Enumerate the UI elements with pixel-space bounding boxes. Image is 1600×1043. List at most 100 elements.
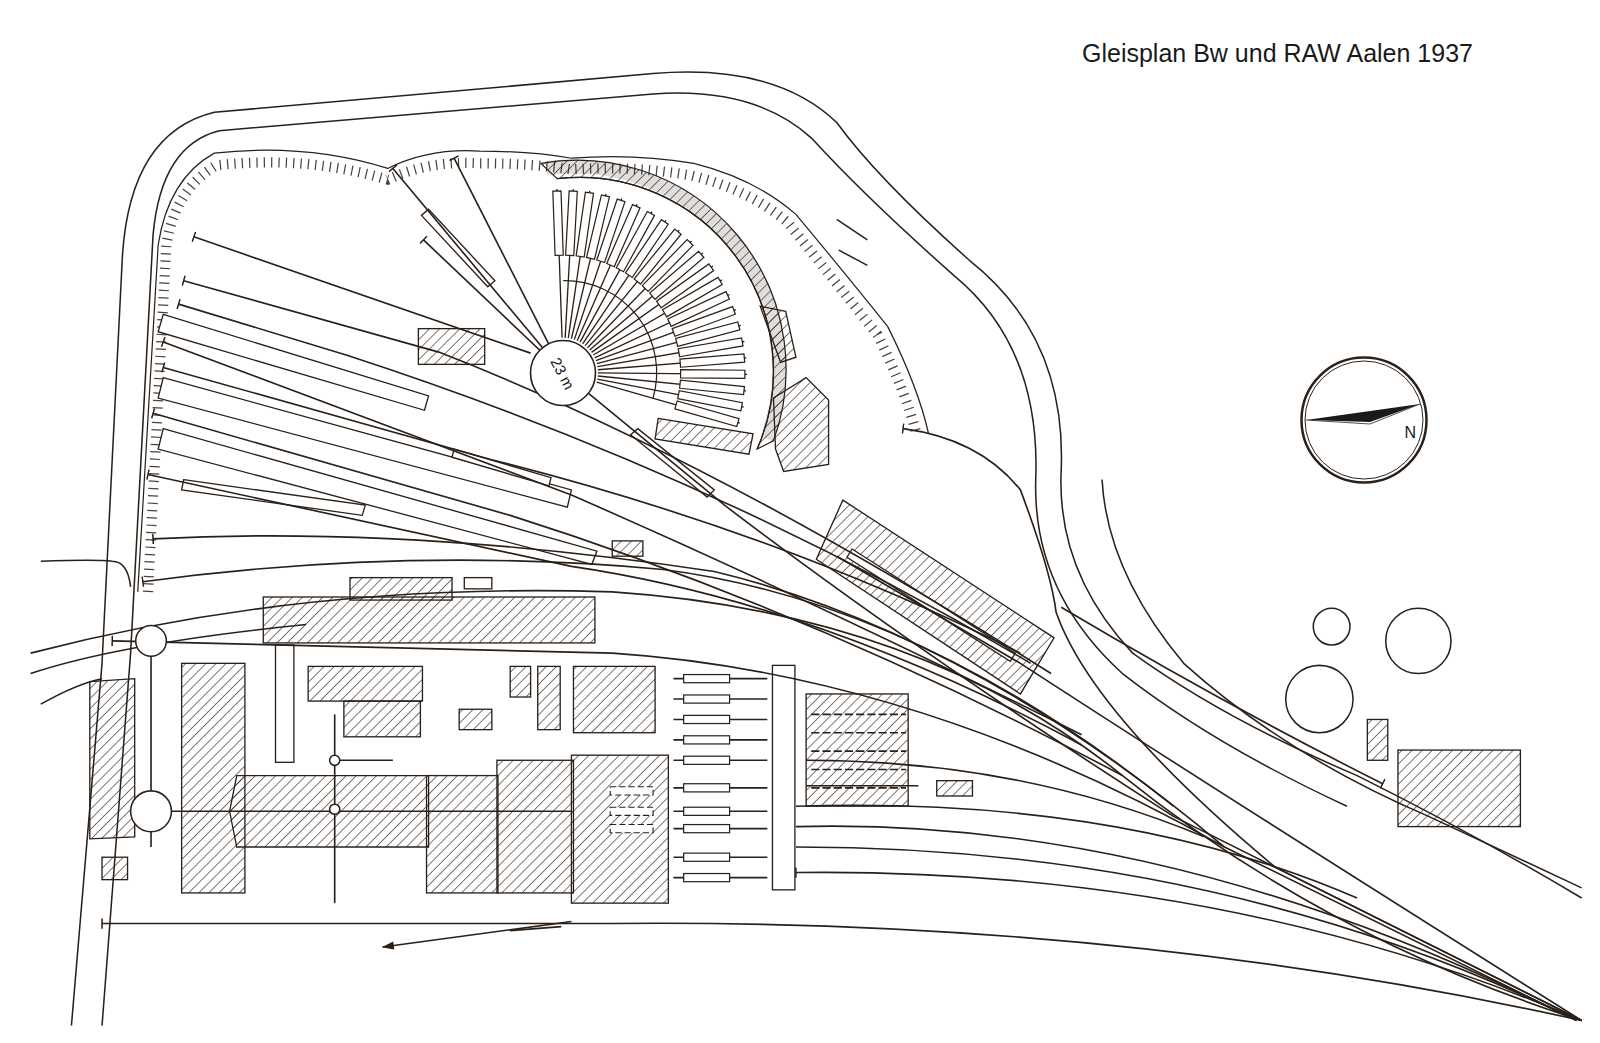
plan-line [90, 679, 135, 839]
plan-line [839, 250, 868, 265]
node-outline [1300, 356, 1428, 484]
plan-line [182, 663, 245, 893]
plan-line [330, 755, 340, 765]
plan-line [131, 791, 172, 832]
plan-line [459, 709, 492, 729]
plan-line [610, 787, 653, 795]
plan-line [806, 785, 918, 787]
plan-line [557, 177, 773, 449]
plan-line [148, 475, 1082, 745]
plan-line [796, 826, 1572, 1018]
buildings [90, 306, 1521, 903]
plan-line [684, 715, 730, 723]
plan-line [454, 158, 563, 372]
plan-line [179, 304, 1031, 663]
plan-line [571, 755, 668, 903]
plan-line [796, 805, 1357, 898]
plan-line [1102, 480, 1582, 888]
circle-outline [1305, 361, 1423, 479]
plan-line [937, 781, 973, 796]
plan-line [541, 160, 786, 449]
plan-line [612, 541, 643, 556]
plan-line [112, 641, 1576, 1021]
plan-line [837, 219, 868, 239]
plan-line [796, 847, 1577, 1020]
roundhouse [541, 160, 786, 449]
plan-line [497, 760, 574, 893]
plan-line [1386, 608, 1451, 673]
plan-line [772, 665, 794, 889]
plan-line [102, 923, 1582, 1020]
plan-line [163, 367, 1020, 653]
plan-line [538, 666, 560, 729]
plan-line [566, 191, 578, 256]
plan-line [684, 695, 730, 703]
plan-line [811, 732, 906, 734]
plan-line [684, 784, 730, 792]
plan-line [680, 354, 745, 367]
plan-line [102, 93, 1347, 1026]
plan-line [41, 560, 131, 587]
plan-line [308, 666, 422, 701]
plan-line [684, 874, 730, 882]
plan-line [158, 429, 597, 565]
plan-line [31, 625, 307, 674]
plan-line [681, 370, 745, 379]
plan-line [847, 549, 1015, 661]
plan-line [184, 281, 1051, 674]
plan-line [610, 807, 653, 815]
embankment [138, 150, 929, 592]
tanks [1286, 608, 1451, 732]
plan-line [138, 150, 929, 592]
plan-line [796, 872, 1582, 1020]
plan-line [337, 759, 393, 761]
road-lines [41, 72, 1582, 1026]
plan-line [148, 162, 916, 592]
plan-line [811, 714, 906, 716]
compass-needle [1306, 404, 1420, 424]
plan-line [510, 927, 561, 931]
north-label: N [1404, 424, 1416, 442]
plan-line [573, 666, 655, 732]
plan-line [151, 810, 571, 812]
plan-line [136, 626, 167, 657]
compass-rose: N [1300, 356, 1428, 484]
plan-line [452, 449, 551, 486]
plan-line [684, 675, 730, 683]
plan-line [194, 237, 531, 353]
plan-line [1061, 607, 1382, 784]
plan-line [610, 825, 653, 833]
plan-line [344, 701, 421, 737]
plan-line [610, 675, 906, 882]
plan-line [276, 645, 294, 762]
plan-line [684, 807, 730, 815]
small-turntables [131, 626, 340, 832]
plan-line [811, 769, 906, 771]
plan-line [811, 787, 906, 789]
plan-line [143, 560, 1174, 806]
plan-line [655, 418, 753, 454]
plan-line [806, 694, 908, 806]
plan-line [263, 597, 595, 643]
plan-line [773, 378, 828, 472]
plan-line [678, 338, 743, 357]
plan-line [1286, 665, 1353, 732]
plan-line [553, 191, 563, 256]
plan-line [31, 591, 1582, 1021]
plan-line [182, 480, 366, 516]
plan-title: Gleisplan Bw und RAW Aalen 1937 [1082, 39, 1473, 68]
plan-line [163, 342, 1081, 735]
plan-line [1398, 750, 1520, 827]
plan-line [510, 666, 530, 697]
plan-line [102, 857, 128, 879]
plan-line [837, 556, 1582, 1020]
plan-line [71, 72, 1581, 1026]
plan-line [684, 736, 730, 744]
compass-needle [1306, 404, 1420, 422]
plan-line [684, 825, 730, 833]
plan-line [806, 760, 1204, 837]
structures [158, 209, 1015, 890]
plan-line [427, 776, 498, 893]
